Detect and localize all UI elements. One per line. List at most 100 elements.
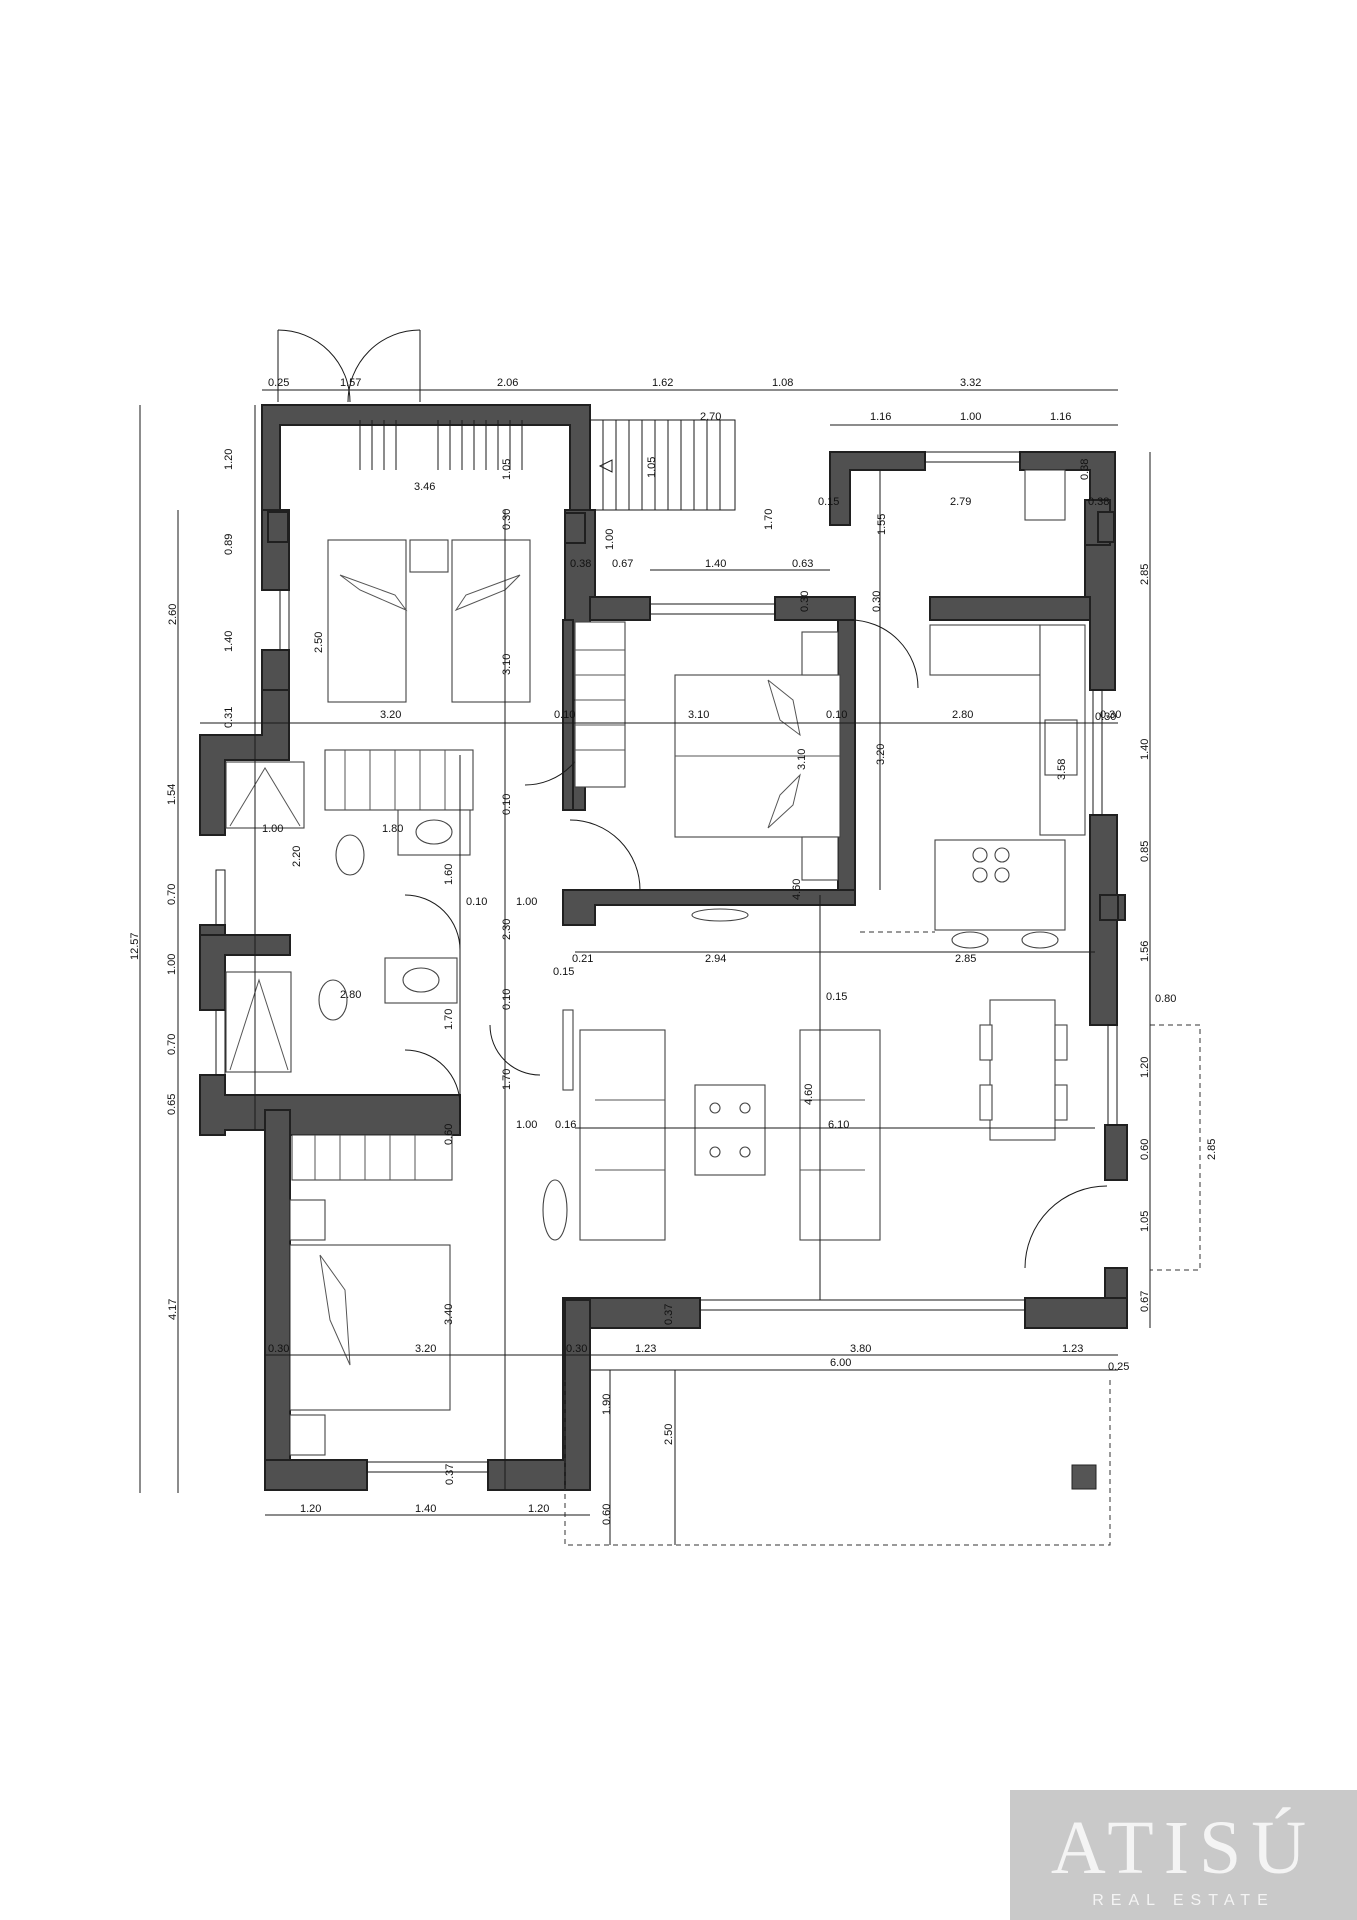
dim-label: 0.67 [1139, 1291, 1151, 1312]
nightstand [289, 1199, 326, 1241]
dim-label: 0.30 [1095, 711, 1116, 723]
door-arc [569, 819, 641, 891]
dim-label: 4.17 [167, 1299, 179, 1320]
bed-fold [767, 679, 801, 737]
cooktop-burner [972, 867, 988, 883]
door-arc [404, 1049, 461, 1106]
sofa [579, 1029, 666, 1241]
coffee-table-item [709, 1102, 721, 1114]
dim-label: 1.00 [604, 529, 616, 550]
dim-label: 0.38 [570, 558, 591, 570]
door-arc [277, 329, 351, 403]
wall-bedroom2-north-b [774, 596, 856, 621]
window [1092, 689, 1103, 816]
door-arc [849, 619, 919, 689]
ceiling-lamp [691, 908, 749, 922]
dim-label: 0.80 [1155, 993, 1176, 1005]
dim-label: 1.20 [1139, 1057, 1151, 1078]
dim-label: 0.30 [1100, 709, 1121, 721]
dim-label: 2.30 [501, 919, 513, 940]
cooktop-burner [972, 847, 988, 863]
window [924, 451, 1021, 463]
dimension-labels: 0.25 1.57 2.06 1.62 1.08 3.32 2.70 1.16 … [129, 377, 1218, 1525]
dim-label: 0.15 [826, 991, 847, 1003]
dim-label: 2.50 [313, 632, 325, 653]
dim-label: 1.62 [652, 377, 673, 389]
dim-label: 1.00 [516, 1119, 537, 1131]
dim-label: 0.70 [166, 1034, 178, 1055]
wall-bedroom2-north-a [589, 596, 651, 621]
wall-north-left [261, 404, 591, 511]
dim-label: 3.10 [688, 709, 709, 721]
dim-label: 2.20 [291, 846, 303, 867]
dim-label: 3.80 [850, 1343, 871, 1355]
bed-fold [767, 773, 801, 829]
dim-label: 4.60 [803, 1084, 815, 1105]
dim-label: 0.25 [268, 377, 289, 389]
window [215, 1009, 226, 1076]
stair-arrow [598, 459, 613, 473]
dim-label: 2.60 [167, 604, 179, 625]
dim-label: 3.20 [415, 1343, 436, 1355]
dim-label: 2.79 [950, 496, 971, 508]
dim-label: 1.40 [705, 558, 726, 570]
door-arc [404, 894, 461, 951]
shower [225, 971, 292, 1073]
bed [289, 1244, 451, 1411]
kitchen-counter [929, 624, 1041, 676]
dim-label: 0.15 [818, 496, 839, 508]
wall-east-mid [1104, 1124, 1128, 1181]
wall-bedroom3-east [564, 1299, 591, 1491]
dimension-lines [139, 389, 1151, 1545]
dim-label: 0.60 [443, 1124, 455, 1145]
windows [215, 451, 1118, 1473]
bed [451, 539, 531, 703]
wall-bath-block-north [199, 689, 290, 836]
dim-label: 0.70 [166, 884, 178, 905]
dim-label: 0.15 [553, 966, 574, 978]
dim-label: 6.00 [830, 1357, 851, 1369]
nightstand [289, 1414, 326, 1456]
window [649, 603, 776, 615]
dim-label: 1.08 [772, 377, 793, 389]
dim-label: 1.05 [1139, 1211, 1151, 1232]
wall-bath-block-south [199, 1074, 461, 1136]
dim-label: 1.40 [223, 631, 235, 652]
logo-name: ATISÚ [1050, 1806, 1317, 1890]
dim-label: 2.06 [497, 377, 518, 389]
coffee-table-item [739, 1146, 751, 1158]
dim-label: 1.20 [223, 449, 235, 470]
dim-label: 1.80 [382, 823, 403, 835]
wall-bedroom3-south-left [264, 1459, 368, 1491]
bed-fold [454, 574, 521, 612]
dim-label: 0.10 [501, 794, 513, 815]
dining-chair [979, 1024, 993, 1061]
dim-label: 0.30 [871, 591, 883, 612]
shower-drain [229, 767, 301, 827]
pillar-1 [267, 511, 289, 543]
dim-label: 1.40 [1139, 739, 1151, 760]
dim-label: 0.37 [663, 1304, 675, 1325]
pillar-3 [1099, 894, 1119, 921]
wall-kitchen-south [929, 596, 1091, 621]
dim-label: 2.85 [955, 953, 976, 965]
dim-label: 0.85 [1139, 841, 1151, 862]
wall-bath-sep [199, 934, 291, 1011]
wardrobe [324, 749, 474, 811]
dim-label: 2.50 [663, 1424, 675, 1445]
dim-label: 1.05 [501, 459, 513, 480]
terrace-outline [564, 931, 1201, 1546]
tv-unit [562, 1009, 574, 1091]
dim-label: 0.60 [1139, 1139, 1151, 1160]
dim-label: 2.80 [340, 989, 361, 1001]
dim-label: 0.16 [555, 1119, 576, 1131]
dim-label: 2.70 [700, 411, 721, 423]
dim-label: 0.21 [572, 953, 593, 965]
dim-label: 3.10 [501, 654, 513, 675]
armchair [542, 1179, 568, 1241]
wall-west-bedroom1-low [261, 649, 290, 691]
wall-living-south-right [1024, 1297, 1128, 1329]
dim-label: 1.70 [443, 1009, 455, 1030]
dim-label: 1.55 [876, 514, 888, 535]
brand-logo: ATISÚ REAL ESTATE [1010, 1790, 1357, 1920]
